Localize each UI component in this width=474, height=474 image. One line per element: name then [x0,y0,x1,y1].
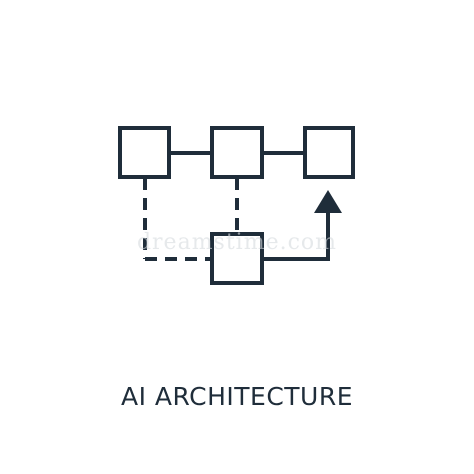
arrow-line [262,210,330,261]
node-box-2 [210,126,264,179]
arrow-head-icon [314,190,342,213]
node-box-3 [303,126,355,179]
icon-caption: AI ARCHITECTURE [120,382,354,411]
node-box-1 [118,126,171,179]
node-box-4 [210,232,264,285]
